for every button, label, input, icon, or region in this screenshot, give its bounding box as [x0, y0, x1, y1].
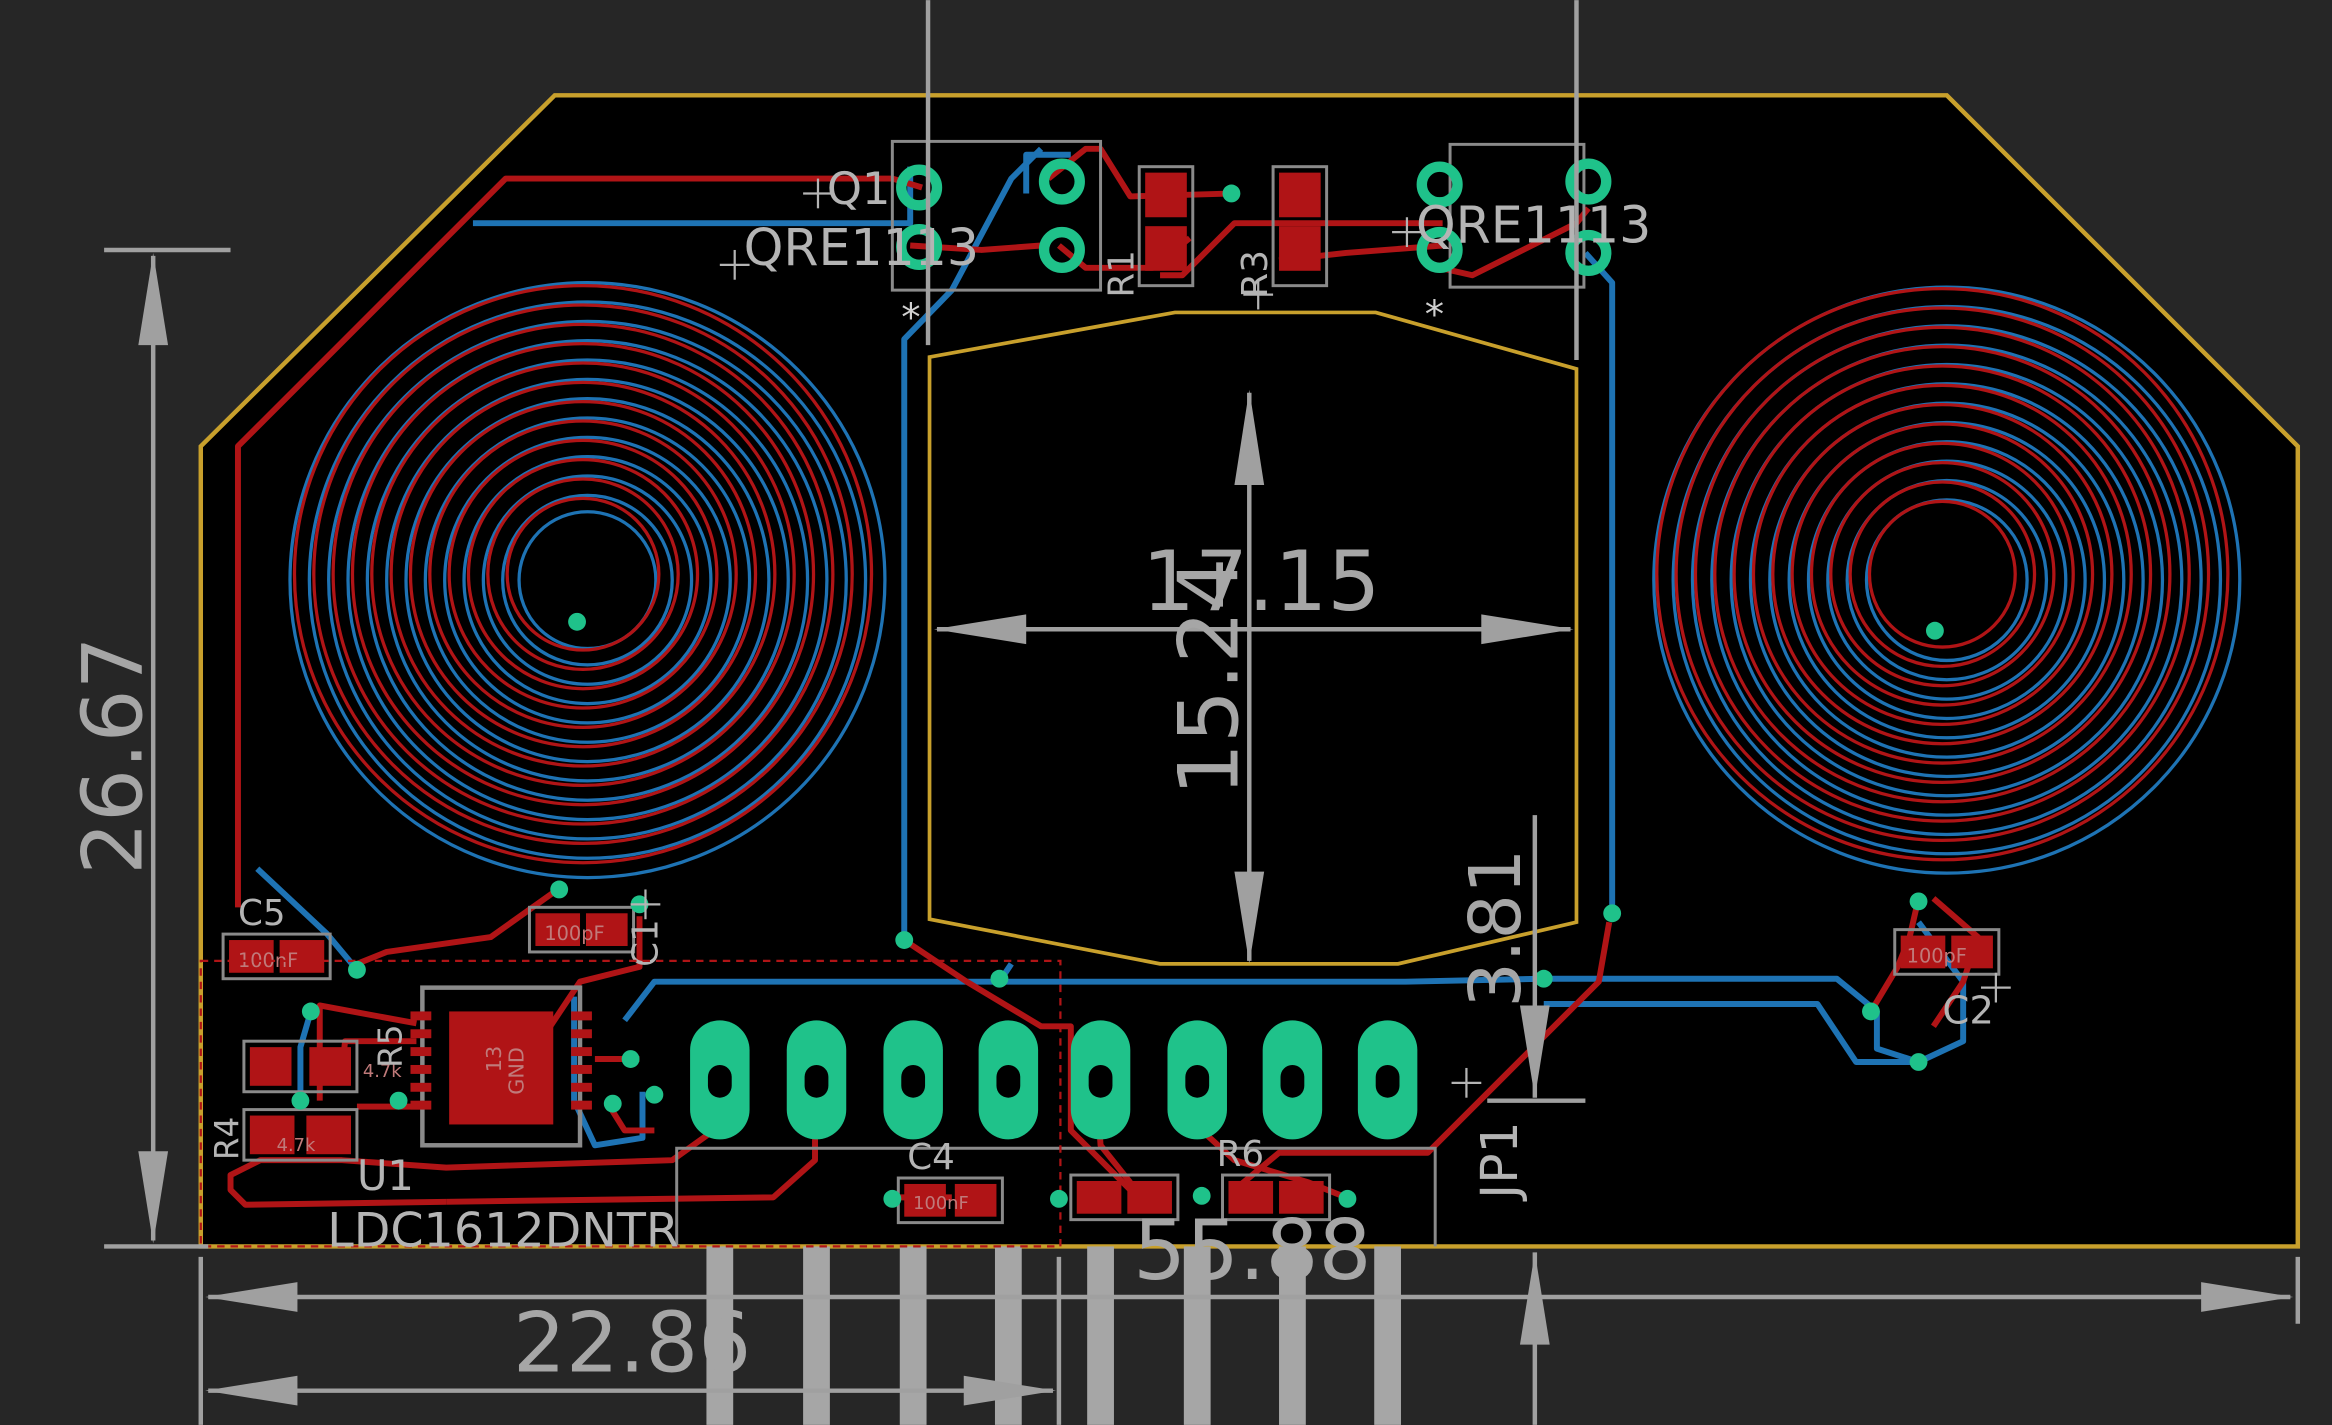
vias[interactable] [291, 184, 1928, 1208]
dimension-lines [104, 0, 2301, 1425]
q1-pin[interactable] [1038, 226, 1085, 274]
coil-left-top-spiral [292, 284, 874, 865]
dimension-labels: 26.67 17.15 15.24 3.81 55.88 22.86 [64, 533, 1537, 1391]
coil-left-center-via[interactable] [568, 612, 586, 631]
center-window-outline[interactable] [927, 310, 1579, 966]
capacitor-c2[interactable]: 100pF C2 [1893, 928, 2001, 1034]
q2-pin[interactable] [1416, 161, 1463, 208]
c2-value: 100pF [1907, 944, 1967, 967]
q2-pin1-marker: * [1425, 292, 1444, 337]
r5-name: R5 [372, 1024, 410, 1068]
c4-value: 100nF [913, 1193, 969, 1214]
r1-name: R1 [1101, 250, 1142, 298]
resistor-r1[interactable]: R1 [1101, 165, 1195, 298]
r5-value: 4.7k [363, 1061, 402, 1082]
u1-keepout [199, 959, 1062, 1248]
header-jp1[interactable] [675, 1020, 1437, 1425]
q1-silkscreen [890, 139, 1103, 292]
dim-window-width: 17.15 [1142, 533, 1380, 630]
q2-pin[interactable] [1565, 229, 1612, 276]
capacitor-c5[interactable]: 100nF C5 [221, 893, 332, 981]
sensor-q1[interactable]: Q1 QRE1113 * [744, 139, 1103, 340]
dim-board-width: 55.88 [1133, 1202, 1371, 1299]
q1-value: QRE1113 [744, 218, 979, 277]
r3-name: R3 [1235, 250, 1276, 298]
q1-pin[interactable] [896, 164, 943, 211]
q2-pin[interactable] [1416, 226, 1463, 274]
q1-pin1-marker: * [901, 295, 920, 340]
capacitor-c4[interactable]: 100nF C4 [896, 1137, 1004, 1225]
origin-markers [630, 178, 2011, 1098]
q2-silkscreen [1448, 142, 1586, 289]
q1-pin[interactable] [896, 223, 943, 271]
coil-right-center-via[interactable] [1925, 621, 1944, 640]
u1-pad-label: 13 [482, 1046, 506, 1072]
resistor-r4[interactable]: 4.7k R4 [208, 1108, 359, 1162]
resistor-r3[interactable]: R3 [1235, 165, 1329, 298]
resistor-r5[interactable]: 4.7k R5 [242, 1024, 410, 1094]
q1-pin[interactable] [1038, 158, 1085, 205]
u1-thermal-pad[interactable] [449, 1011, 554, 1125]
resistor-unlabeled[interactable] [1069, 1173, 1180, 1222]
c1-name: C1 [625, 919, 666, 967]
ic-u1[interactable]: 13 GND U1 LDC1612DNTR [327, 985, 679, 1259]
r6-name: R6 [1217, 1134, 1265, 1175]
dim-total-height: 26.67 [64, 636, 161, 874]
c4-name: C4 [907, 1137, 955, 1178]
dim-header-offset: 3.81 [1454, 849, 1537, 1008]
q1-name: Q1 [827, 163, 891, 215]
u1-pad-net: GND [505, 1047, 529, 1095]
r4-name: R4 [208, 1117, 246, 1161]
dim-window-height: 15.24 [1160, 558, 1257, 796]
c5-name: C5 [238, 893, 286, 934]
r4-value: 4.7k [277, 1135, 316, 1156]
dim-header-position: 22.86 [513, 1294, 751, 1391]
q2-pin[interactable] [1565, 158, 1612, 205]
sensor-q2[interactable]: QRE1113 * [1416, 142, 1651, 337]
u1-name: U1 [357, 1151, 414, 1200]
coil-left[interactable] [288, 281, 887, 880]
resistor-r6[interactable]: R6 [1217, 1134, 1332, 1222]
c2-name: C2 [1942, 988, 1994, 1033]
c1-value: 100pF [544, 922, 604, 945]
q2-value: QRE1113 [1416, 196, 1651, 255]
coil-right-top-spiral [1655, 286, 2230, 862]
u1-value: LDC1612DNTR [327, 1203, 679, 1258]
capacitor-c1[interactable]: 100pF C1 [527, 905, 666, 967]
coil-right[interactable] [1652, 285, 2242, 875]
header-silkscreen [675, 1146, 1437, 1247]
jp1-name: JP1 [1470, 1121, 1529, 1202]
